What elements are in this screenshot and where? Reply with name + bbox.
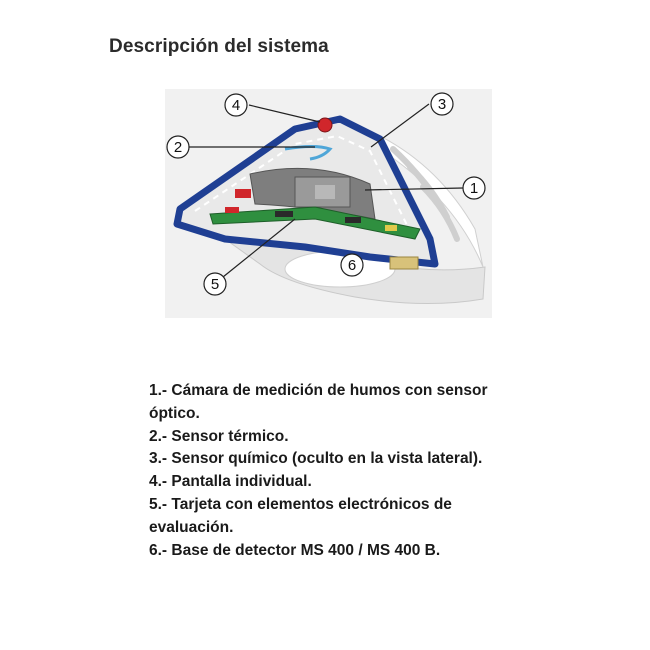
pcb-board-shape — [209, 206, 421, 240]
leader-line-5 — [222, 218, 296, 278]
legend-item-6: 6.- Base de detector MS 400 / MS 400 B. — [149, 541, 441, 559]
callout-4-label: 4 — [232, 97, 240, 114]
left-red-component — [235, 189, 251, 198]
callout-3: 3 — [430, 92, 454, 116]
callout-4: 4 — [224, 93, 248, 117]
detector-cutaway-svg: 4 3 2 1 6 5 — [165, 89, 492, 318]
callout-3-label: 3 — [438, 96, 446, 113]
optical-sensor-block — [294, 176, 351, 208]
callout-1: 1 — [462, 176, 486, 200]
legend-item-5: 5.- Tarjeta con elementos electrónicos d… — [149, 495, 452, 536]
optical-sensor-window — [315, 185, 335, 199]
callout-3-circle — [430, 92, 454, 116]
led-indicator-shape — [317, 117, 333, 133]
callout-1-label: 1 — [470, 180, 478, 197]
callout-4-circle — [224, 93, 248, 117]
callout-5: 5 — [203, 272, 227, 296]
page-title: Descripción del sistema — [109, 36, 329, 57]
leader-line-3 — [370, 103, 430, 148]
pcb-chip-2 — [345, 217, 361, 223]
legend-item-4: 4.- Pantalla individual. — [149, 473, 312, 491]
housing-inner-dashes — [194, 134, 414, 238]
pcb-component-yellow — [385, 225, 397, 231]
legend-item-2: 2.- Sensor térmico. — [149, 427, 289, 445]
callout-2-label: 2 — [174, 139, 182, 156]
legend-item-1: 1.- Cámara de medición de humos con sens… — [149, 382, 488, 422]
callout-6-circle — [340, 253, 364, 277]
leader-line-4 — [248, 104, 321, 123]
callout-6: 6 — [340, 253, 364, 277]
pcb-component-red — [225, 207, 239, 213]
leader-line-1 — [364, 187, 464, 191]
legend-item-3: 3.- Sensor químico (oculto en la vista l… — [149, 450, 483, 468]
callout-6-label: 6 — [348, 257, 356, 274]
base-contact-shape — [389, 256, 419, 270]
dome-rib-3 — [420, 184, 460, 242]
component-legend-list: 1.- Cámara de medición de humos con sens… — [149, 380, 519, 562]
pcb-chip-1 — [275, 211, 293, 217]
callout-5-circle — [203, 272, 227, 296]
callout-2: 2 — [166, 135, 190, 159]
callout-1-circle — [462, 176, 486, 200]
detector-cutaway-diagram: 4 3 2 1 6 5 — [165, 89, 492, 318]
callout-2-circle — [166, 135, 190, 159]
callout-5-label: 5 — [211, 276, 219, 293]
